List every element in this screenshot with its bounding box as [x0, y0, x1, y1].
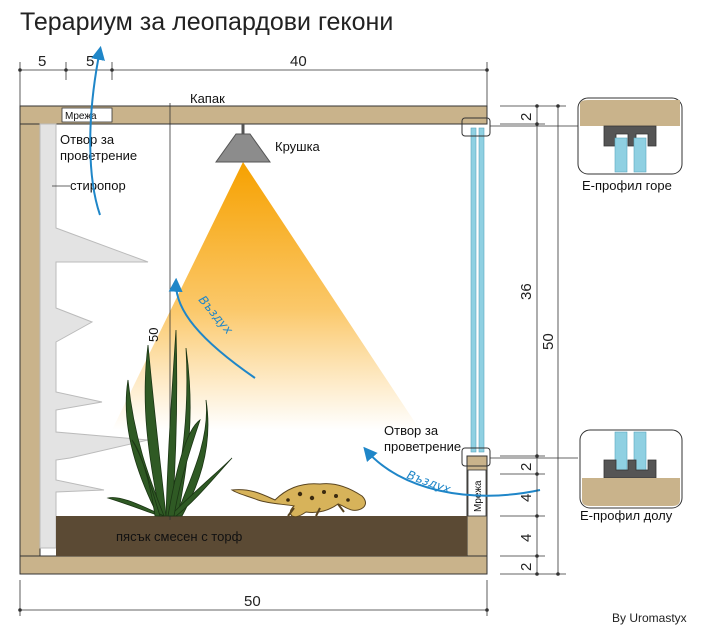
mesh-top: [61, 107, 113, 123]
dim-bottom: 50: [244, 593, 261, 610]
lid-label: Капак: [190, 91, 225, 106]
plant-height-label: 50: [146, 328, 161, 342]
substrate: [56, 516, 467, 556]
bottom-dimension: 50: [18, 580, 489, 616]
dim-total-height: 50: [540, 333, 557, 350]
lamp: [215, 124, 271, 163]
dim-right-b3: 4: [518, 534, 535, 542]
diagram-title: Терариум за леопардови гекони: [20, 8, 393, 36]
styrofoam-label: стиропор: [70, 178, 126, 193]
profile-bottom-detail: [579, 429, 683, 509]
dim-top-mid: 5: [86, 53, 94, 70]
airflow-arrow-vent-top: [89, 45, 105, 216]
mesh-bottom: [467, 469, 487, 517]
dim-glass-height: 36: [518, 283, 535, 300]
vent-top-label-1: Отвор за: [60, 132, 115, 147]
glass-doors: [461, 117, 491, 467]
dim-top-left: 5: [38, 53, 46, 70]
credit: By Uromastyx: [612, 611, 687, 625]
airflow-arrow-vent-bottom: [363, 446, 541, 497]
gecko: [230, 483, 366, 518]
profile-top-detail: [577, 97, 683, 175]
light-cone: [112, 162, 420, 430]
profile-bottom-label: Е-профил долу: [580, 508, 673, 523]
top-dimensions: 5 5 40: [18, 53, 489, 108]
dim-right-b1: 2: [518, 463, 535, 471]
dim-right-top: 2: [518, 113, 535, 121]
airflow-arrow-main: [168, 277, 256, 379]
vent-top-label-2: проветрение: [60, 148, 137, 163]
styrofoam-wall: [39, 123, 149, 549]
dim-right-b2: 4: [518, 494, 535, 502]
dim-top-right: 40: [290, 53, 307, 70]
plant: [106, 329, 233, 517]
bulb-label: Крушка: [275, 139, 321, 154]
dim-right-b4: 2: [518, 563, 535, 571]
right-dimensions: 2 36 2 4 4 2 50: [500, 104, 566, 576]
air-label-bottom: Въздух: [405, 468, 453, 497]
vent-bottom-label-2: проветрение: [384, 439, 461, 454]
substrate-label: пясък смесен с торф: [116, 529, 243, 544]
profile-top-label: Е-профил горе: [582, 178, 672, 193]
vent-bottom-label-1: Отвор за: [384, 423, 439, 438]
mesh-top-label: Мрежа: [65, 111, 97, 122]
